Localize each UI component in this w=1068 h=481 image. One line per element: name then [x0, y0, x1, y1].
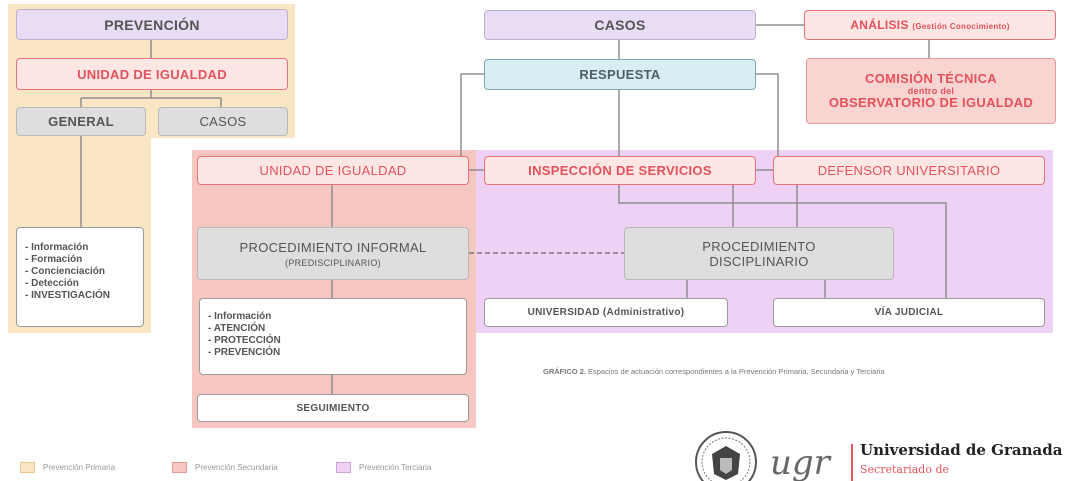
university-logo: ugr — [695, 431, 832, 481]
unidad-igualdad-top-box: UNIDAD DE IGUALDAD — [16, 58, 288, 90]
respuesta-box: RESPUESTA — [484, 59, 756, 90]
unidad-igualdad-top-label: UNIDAD DE IGUALDAD — [77, 66, 227, 82]
primary-list-item: - Detección — [25, 278, 79, 289]
secondary-prevention-zone — [192, 150, 476, 428]
primary-actions-list: - Información - Formación - Concienciaci… — [16, 227, 144, 327]
inspeccion-label: INSPECCIÓN DE SERVICIOS — [528, 163, 712, 178]
general-box: GENERAL — [16, 107, 146, 136]
comision-line1: COMISIÓN TÉCNICA — [865, 71, 997, 86]
university-name: Universidad de Granada — [860, 441, 1063, 459]
secondary-actions-list: - Información - ATENCIÓN - PROTECCIÓN - … — [199, 298, 467, 375]
legend-swatch-tertiary — [336, 462, 351, 473]
unidad-igualdad-mid-box: UNIDAD DE IGUALDAD — [197, 156, 469, 185]
ugr-wordmark: ugr — [770, 443, 832, 481]
general-label: GENERAL — [48, 114, 114, 129]
respuesta-label: RESPUESTA — [579, 67, 661, 82]
prevencion-box: PREVENCIÓN — [16, 9, 288, 40]
proc-informal-line1: PROCEDIMIENTO INFORMAL — [239, 239, 427, 255]
secondary-list-item: - Información — [208, 311, 272, 322]
secondary-list-item: - PROTECCIÓN — [208, 335, 281, 346]
proc-disciplinario-line2: DISCIPLINARIO — [709, 253, 809, 269]
unidad-igualdad-mid-label: UNIDAD DE IGUALDAD — [259, 163, 407, 178]
legend-label-primary: Prevención Primaria — [43, 463, 116, 472]
seguimiento-box: SEGUIMIENTO — [197, 394, 469, 422]
legend-swatch-secondary — [172, 462, 187, 473]
legend-label-tertiary: Prevención Terciaria — [359, 463, 432, 472]
secondary-list-item: - ATENCIÓN — [208, 323, 266, 334]
caption-text: Espacios de actuación correspondientes a… — [585, 367, 885, 376]
primary-list-item: - Información — [25, 242, 89, 253]
analisis-box: ANÁLISIS (Gestión Conocimiento) — [804, 10, 1056, 40]
proc-informal-line2: (PREDISCIPLINARIO) — [285, 257, 381, 268]
analisis-title: ANÁLISIS — [850, 18, 909, 32]
analisis-label: ANÁLISIS (Gestión Conocimiento) — [850, 18, 1009, 32]
casos-left-label: CASOS — [199, 114, 247, 129]
procedimiento-disciplinario-box: PROCEDIMIENTO DISCIPLINARIO — [624, 227, 894, 280]
logo-divider — [851, 444, 853, 481]
procedimiento-informal-box: PROCEDIMIENTO INFORMAL (PREDISCIPLINARIO… — [197, 227, 469, 280]
connector-respuesta-defensor — [756, 73, 779, 156]
analisis-subtitle: (Gestión Conocimiento) — [912, 22, 1010, 31]
via-judicial-box: VÍA JUDICIAL — [773, 298, 1045, 327]
legend-item-primary: Prevención Primaria — [20, 462, 115, 473]
prevencion-label: PREVENCIÓN — [104, 16, 200, 33]
primary-list-item: - INVESTIGACIÓN — [25, 290, 111, 301]
primary-list-item: - Concienciación — [25, 266, 106, 277]
legend-item-tertiary: Prevención Terciaria — [336, 462, 431, 473]
caption-label: GRÁFICO 2. — [543, 367, 586, 376]
casos-top-box: CASOS — [484, 10, 756, 40]
primary-list-item: - Formación — [25, 254, 83, 265]
comision-tecnica-box: COMISIÓN TÉCNICA dentro del OBSERVATORIO… — [806, 58, 1056, 124]
casos-top-label: CASOS — [594, 17, 646, 33]
legend-item-secondary: Prevención Secundaria — [172, 462, 278, 473]
legend-label-secondary: Prevención Secundaria — [195, 463, 278, 472]
inspeccion-servicios-box: INSPECCIÓN DE SERVICIOS — [484, 156, 756, 185]
figure-caption: GRÁFICO 2. Espacios de actuación corresp… — [543, 367, 885, 376]
secondary-list-item: - PREVENCIÓN — [208, 347, 281, 358]
seguimiento-label: SEGUIMIENTO — [296, 402, 370, 414]
connector-to-via-judicial — [618, 185, 947, 298]
defensor-label: DEFENSOR UNIVERSITARIO — [817, 163, 1001, 178]
universidad-administrativo-box: UNIVERSIDAD (Administrativo) — [484, 298, 728, 327]
universidad-label: UNIVERSIDAD (Administrativo) — [527, 307, 685, 318]
defensor-universitario-box: DEFENSOR UNIVERSITARIO — [773, 156, 1045, 185]
legend-swatch-primary — [20, 462, 35, 473]
proc-disciplinario-line1: PROCEDIMIENTO — [702, 238, 816, 254]
comision-line3: OBSERVATORIO DE IGUALDAD — [828, 95, 1034, 110]
university-subunit: Secretariado de — [860, 463, 949, 476]
via-judicial-label: VÍA JUDICIAL — [874, 307, 944, 318]
comision-line2: dentro del — [907, 86, 955, 96]
connector-respuesta-unidad — [460, 73, 484, 156]
casos-left-box: CASOS — [158, 107, 288, 136]
